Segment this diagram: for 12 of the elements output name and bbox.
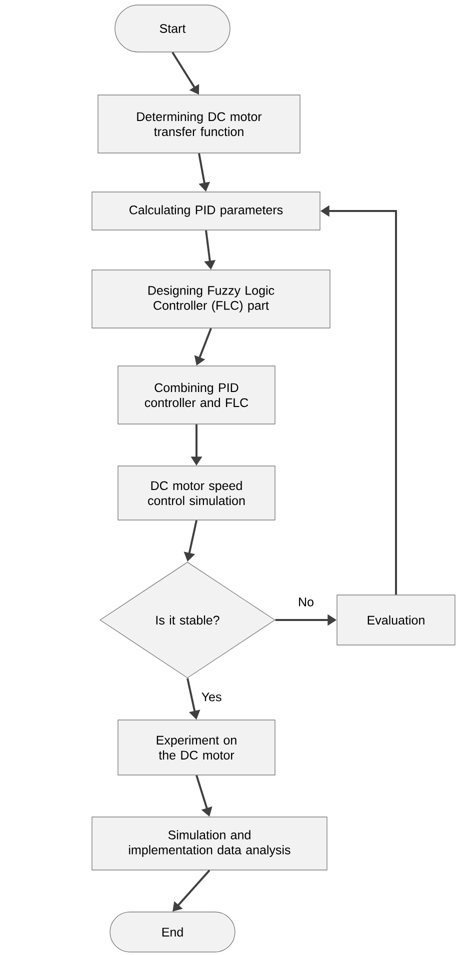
process-box: Calculating PID parameters	[92, 192, 320, 230]
process-box: Evaluation	[336, 594, 456, 646]
process-box: DC motor speed control simulation	[118, 466, 276, 520]
process-box: Determining DC motor transfer function	[98, 94, 300, 154]
process-box: Simulation and implementation data analysis	[92, 816, 328, 870]
process-box: Experiment on the DC motor	[118, 720, 276, 776]
terminal-box: Start	[114, 4, 230, 52]
edge-label: Yes	[200, 692, 223, 702]
process-box: Designing Fuzzy Logic Controller (FLC) part	[92, 270, 330, 328]
terminal-box: End	[110, 912, 236, 952]
edge-label: No	[297, 596, 315, 608]
process-box: Combining PID controller and FLC	[118, 366, 276, 424]
